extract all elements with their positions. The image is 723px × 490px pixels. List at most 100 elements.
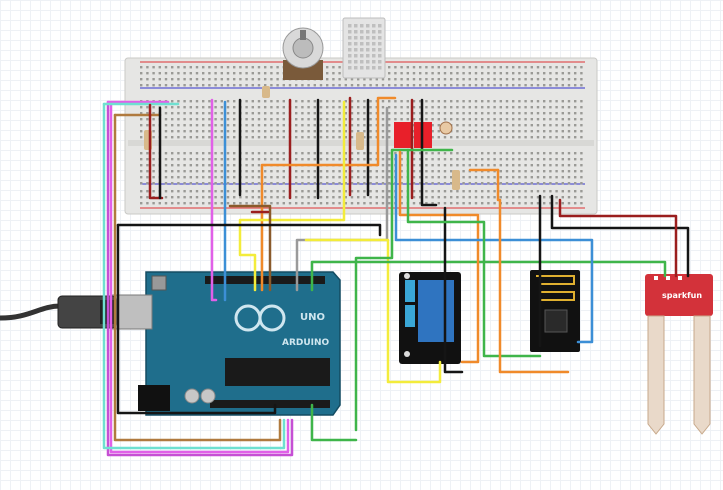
breadboard-hole — [431, 176, 434, 179]
esp8266-module — [530, 270, 580, 352]
breadboard-hole — [536, 118, 540, 121]
breadboard-hole — [381, 164, 385, 167]
breadboard-hole — [189, 136, 192, 139]
breadboard-hole — [549, 152, 552, 155]
breadboard-hole — [462, 190, 465, 193]
breadboard-hole — [183, 100, 186, 103]
led-module — [394, 122, 412, 148]
breadboard-hole — [183, 190, 186, 193]
breadboard-hole — [536, 182, 540, 185]
breadboard-hole — [431, 190, 434, 193]
breadboard-hole — [574, 170, 577, 173]
breadboard-hole — [369, 112, 372, 115]
breadboard-hole — [530, 196, 533, 199]
dht-vent — [372, 48, 376, 52]
dht-vent — [354, 42, 358, 46]
breadboard-hole — [177, 100, 180, 103]
breadboard-hole — [375, 78, 378, 81]
breadboard-hole — [419, 196, 422, 199]
breadboard-hole — [344, 106, 347, 109]
breadboard-hole — [214, 124, 217, 127]
breadboard-hole — [462, 66, 465, 69]
breadboard-hole — [363, 118, 366, 121]
breadboard-hole — [319, 202, 323, 205]
breadboard-hole — [171, 182, 174, 185]
breadboard-hole — [580, 118, 583, 121]
dht-vent — [378, 60, 382, 64]
breadboard-hole — [499, 72, 502, 75]
relay-terminal — [405, 305, 415, 327]
breadboard-hole — [239, 66, 242, 69]
breadboard-hole — [481, 202, 484, 205]
breadboard-hole — [301, 152, 304, 155]
dht-vent — [372, 54, 376, 58]
breadboard-hole — [195, 118, 199, 121]
breadboard-hole — [437, 170, 440, 173]
breadboard-hole — [555, 106, 558, 109]
breadboard-hole — [214, 84, 217, 87]
breadboard-hole — [220, 72, 223, 75]
breadboard-hole — [319, 196, 323, 199]
breadboard-hole — [412, 152, 416, 155]
breadboard-hole — [257, 152, 261, 155]
breadboard-hole — [344, 136, 347, 139]
breadboard-hole — [425, 152, 428, 155]
wire-magenta — [210, 98, 218, 302]
dht-vent — [360, 48, 364, 52]
dht-vent — [366, 24, 370, 28]
breadboard-hole — [543, 170, 546, 173]
breadboard-hole — [344, 158, 347, 161]
breadboard-hole — [171, 72, 174, 75]
breadboard-hole — [295, 190, 298, 193]
breadboard-hole — [251, 176, 254, 179]
breadboard-hole — [431, 170, 434, 173]
breadboard-hole — [381, 112, 385, 115]
breadboard-hole — [208, 78, 211, 81]
dht-vent — [348, 60, 352, 64]
breadboard-hole — [493, 196, 496, 199]
breadboard-hole — [381, 130, 385, 133]
breadboard-hole — [456, 130, 459, 133]
breadboard-hole — [245, 176, 248, 179]
breadboard-hole — [549, 112, 552, 115]
breadboard-hole — [152, 158, 155, 161]
breadboard-hole — [419, 202, 422, 205]
dht-vent — [372, 30, 376, 34]
breadboard-hole — [295, 100, 298, 103]
breadboard-hole — [388, 72, 391, 75]
breadboard-hole — [561, 182, 564, 185]
breadboard-hole — [394, 112, 397, 115]
breadboard-hole — [264, 202, 267, 205]
breadboard-hole — [171, 170, 174, 173]
breadboard-hole — [493, 106, 496, 109]
breadboard-hole — [425, 106, 428, 109]
breadboard-hole — [226, 158, 230, 161]
breadboard-hole — [332, 152, 335, 155]
dht-vent — [360, 36, 364, 40]
breadboard-hole — [208, 112, 211, 115]
breadboard-hole — [431, 84, 434, 87]
breadboard-hole — [493, 182, 496, 185]
arduino-logo-icon — [258, 304, 286, 332]
breadboard-hole — [549, 100, 552, 103]
photoresistor — [439, 121, 453, 135]
breadboard-hole — [208, 66, 211, 69]
breadboard-hole — [270, 152, 273, 155]
breadboard-hole — [524, 158, 527, 161]
breadboard-hole — [332, 176, 335, 179]
breadboard-hole — [233, 190, 236, 193]
breadboard-hole — [338, 202, 341, 205]
breadboard-hole — [462, 72, 465, 75]
arduino-model-text: UNO — [300, 312, 325, 323]
breadboard-hole — [357, 202, 360, 205]
breadboard-hole — [505, 118, 509, 121]
breadboard-hole — [319, 112, 323, 115]
breadboard-hole — [400, 112, 403, 115]
breadboard-hole — [276, 196, 279, 199]
breadboard-hole — [183, 78, 186, 81]
breadboard-hole — [326, 202, 329, 205]
breadboard-hole — [443, 190, 447, 193]
breadboard-hole — [493, 66, 496, 69]
breadboard-hole — [326, 72, 329, 75]
breadboard-hole — [518, 124, 521, 127]
